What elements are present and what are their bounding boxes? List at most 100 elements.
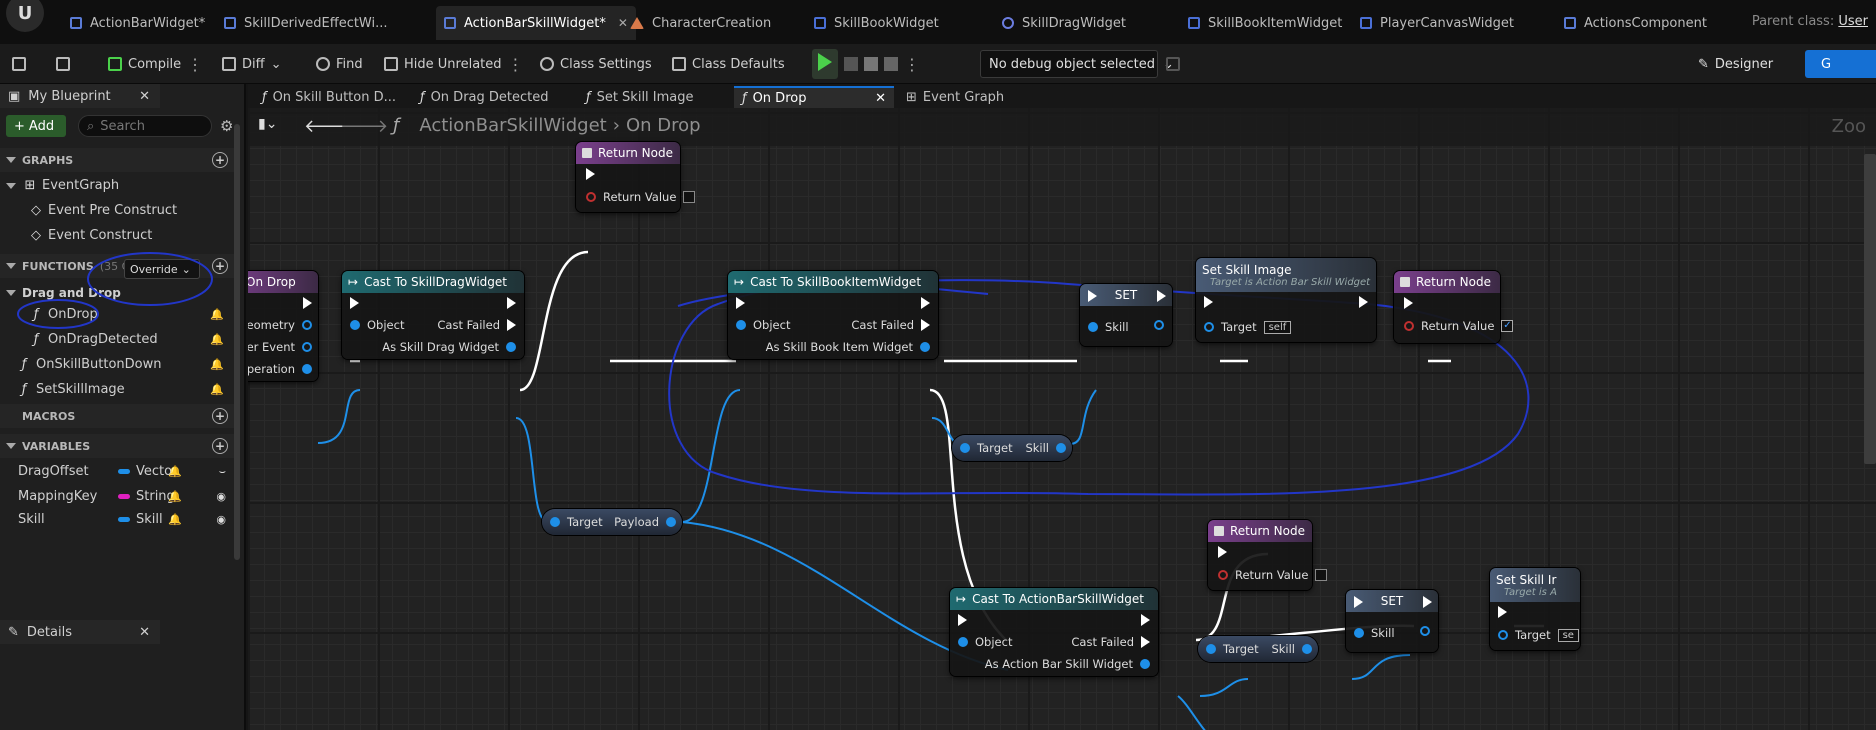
designer-mode-button[interactable]: ✎Designer <box>1698 56 1774 72</box>
debug-filter-button[interactable] <box>1166 50 1180 78</box>
search-input[interactable]: ⌕Search <box>78 115 212 137</box>
node-set-skill[interactable]: SET Skill <box>1080 284 1172 346</box>
class-settings-button[interactable]: Class Settings <box>540 50 652 78</box>
debug-object-select[interactable]: No debug object selected⌄ <box>980 50 1174 78</box>
object-pin[interactable]: Object <box>736 318 790 332</box>
node-get-skill[interactable]: Target Skill <box>952 435 1072 461</box>
exec-input-pin[interactable] <box>1498 606 1507 618</box>
bell-icon[interactable]: 🔔 <box>168 465 182 478</box>
skill-input-pin[interactable]: Skill <box>1354 626 1395 640</box>
exec-output-pin[interactable] <box>1141 614 1150 626</box>
section-graphs[interactable]: GRAPHS+ <box>0 148 238 172</box>
tab-actionbarskillwidget[interactable]: ActionBarSkillWidget*✕ <box>436 6 636 40</box>
graph-item-event-construct[interactable]: ◇Event Construct <box>0 223 238 248</box>
bell-icon[interactable]: 🔔 <box>168 490 182 503</box>
play-options-icon[interactable]: ⋮ <box>904 54 920 74</box>
target-pin[interactable]: Target <box>550 515 603 529</box>
node-cast-skilldragwidget[interactable]: ↦Cast To SkillDragWidget Object Cast Fai… <box>342 271 524 359</box>
bell-icon[interactable]: 🔔 <box>210 308 224 321</box>
target-pin[interactable]: Target <box>960 441 1013 455</box>
section-variables[interactable]: VARIABLES+ <box>0 434 238 458</box>
tab-charactercreation[interactable]: CharacterCreation <box>622 8 779 38</box>
add-variable-icon[interactable]: + <box>212 438 228 454</box>
exec-output-pin[interactable] <box>507 297 516 309</box>
exec-input-pin[interactable] <box>1204 296 1213 308</box>
cast-failed-pin[interactable]: Cast Failed <box>437 318 516 332</box>
exec-input-pin[interactable] <box>350 297 359 309</box>
exec-input-pin[interactable] <box>586 168 595 180</box>
stop-icon[interactable] <box>864 57 878 71</box>
self-input[interactable]: self <box>1263 320 1292 334</box>
target-pin[interactable]: Target <box>1206 642 1259 656</box>
close-icon[interactable]: ✕ <box>617 16 628 30</box>
eye-icon[interactable]: ◉ <box>216 512 226 526</box>
forward-arrow-icon[interactable]: 🡒 <box>340 116 389 137</box>
override-dropdown[interactable]: Override⌄ <box>124 259 200 279</box>
tab-skillderivedeffectwidget[interactable]: SkillDerivedEffectWi... <box>216 8 396 38</box>
unreal-logo-icon[interactable]: U <box>6 0 44 32</box>
bell-icon[interactable]: 🔔 <box>210 383 224 396</box>
browse-button[interactable] <box>56 50 70 78</box>
node-cast-skillbookitemwidget[interactable]: ↦Cast To SkillBookItemWidget Object Cast… <box>728 271 938 359</box>
as-skill-drag-widget-pin[interactable]: As Skill Drag Widget <box>382 340 516 354</box>
close-icon[interactable]: ✕ <box>139 624 150 640</box>
tab-skillbookitemwidget[interactable]: SkillBookItemWidget <box>1180 8 1350 38</box>
breadcrumb-root[interactable]: ActionBarSkillWidget <box>419 115 607 136</box>
tab-skilldragwidget[interactable]: SkillDragWidget <box>994 8 1134 38</box>
close-icon[interactable]: ✕ <box>875 90 886 106</box>
eye-closed-icon[interactable]: ⌣ <box>218 464 226 478</box>
exec-output-pin[interactable] <box>1423 596 1432 608</box>
add-function-icon[interactable]: + <box>212 258 228 274</box>
section-macros[interactable]: MACROS+ <box>0 404 238 428</box>
return-value-checkbox[interactable] <box>683 191 696 203</box>
section-functions[interactable]: FUNCTIONS(35 OV+ <box>0 254 238 278</box>
class-defaults-button[interactable]: Class Defaults <box>672 50 785 78</box>
compile-options-icon[interactable]: ⋮ <box>187 54 203 74</box>
exec-input-pin[interactable] <box>1404 297 1413 309</box>
node-on-drop[interactable]: On Drop My Geometry Pointer Event Operat… <box>248 271 318 381</box>
bell-icon[interactable]: 🔔 <box>210 333 224 346</box>
return-value-pin[interactable]: Return Value✓ <box>1404 319 1514 333</box>
tab-actionbarwidget[interactable]: ActionBarWidget* <box>62 8 213 38</box>
graph-mode-button[interactable]: G <box>1805 50 1876 78</box>
bell-icon[interactable]: 🔔 <box>210 358 224 371</box>
node-return-right[interactable]: Return Node Return Value✓ <box>1394 271 1514 343</box>
more-options-icon[interactable]: ⋮ <box>507 54 524 74</box>
node-return-top[interactable]: Return Node Return Value <box>576 142 696 212</box>
skill-output-pin[interactable] <box>1420 626 1430 636</box>
add-button[interactable]: +Add <box>6 115 66 137</box>
return-value-checkbox[interactable] <box>1315 569 1328 581</box>
exec-input-pin[interactable] <box>1218 546 1227 558</box>
close-icon[interactable]: ✕ <box>139 88 150 104</box>
my-blueprint-tab[interactable]: ▣My Blueprint✕ <box>0 84 160 108</box>
details-tab[interactable]: ✎Details✕ <box>0 620 160 644</box>
graph-scrollbar[interactable] <box>1864 154 1876 464</box>
return-value-pin[interactable]: Return Value <box>1218 568 1328 582</box>
back-arrow-icon[interactable]: 🡐 <box>304 116 353 137</box>
skill-output-pin[interactable] <box>1154 320 1164 330</box>
node-return-mid[interactable]: Return Node Return Value <box>1208 520 1328 590</box>
return-value-checkbox[interactable]: ✓ <box>1501 320 1514 332</box>
as-action-bar-skill-widget-pin[interactable]: As Action Bar Skill Widget <box>985 657 1150 671</box>
exec-output-pin[interactable] <box>921 297 930 309</box>
operation-pin[interactable]: Operation <box>248 362 312 376</box>
graph-tab-eventgraph[interactable]: ⊞Event Graph <box>906 89 1005 105</box>
find-button[interactable]: Find <box>316 50 363 78</box>
tab-playercanvaswidget[interactable]: PlayerCanvasWidget <box>1352 8 1522 38</box>
exec-output-pin[interactable] <box>1157 290 1166 302</box>
skill-input-pin[interactable]: Skill <box>1088 320 1129 334</box>
graph-item-event-pre-construct[interactable]: ◇Event Pre Construct <box>0 198 238 223</box>
object-pin[interactable]: Object <box>958 635 1012 649</box>
diff-button[interactable]: Diff⌄ <box>222 50 282 78</box>
